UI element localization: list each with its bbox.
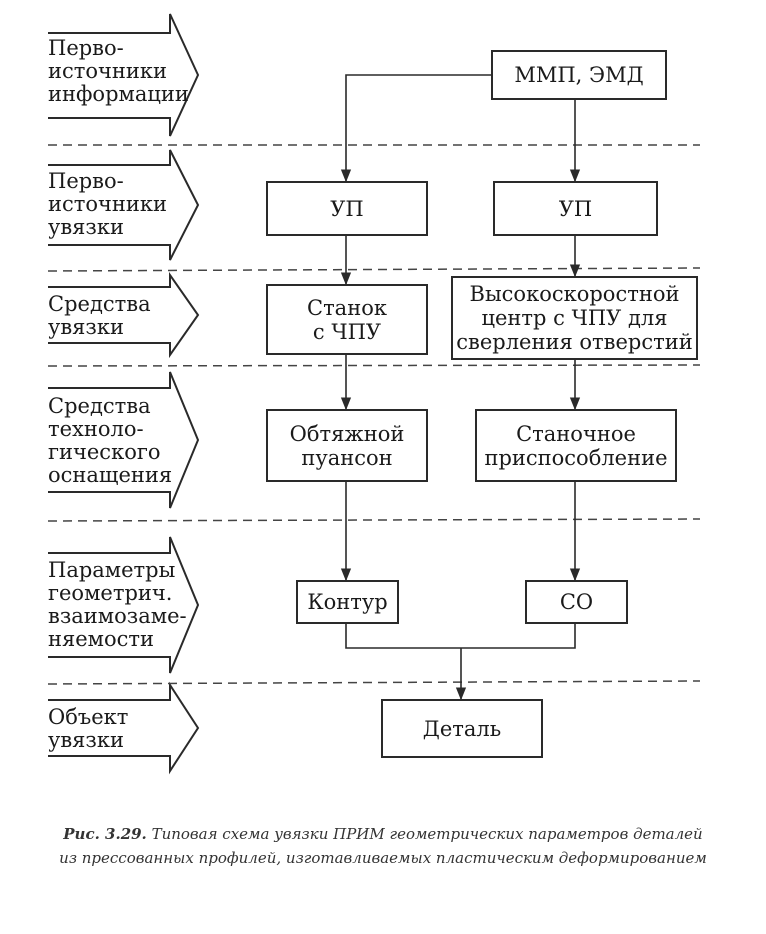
node-up-right: УП	[493, 181, 658, 236]
node-up-left: УП	[266, 181, 428, 236]
node-co: СО	[525, 580, 628, 624]
stage-arrow-link-means	[48, 271, 200, 359]
separator-5	[47, 680, 701, 685]
connector-co-merge	[461, 624, 576, 649]
stage-arrow-parameters	[48, 536, 200, 674]
separator-4	[47, 518, 701, 522]
node-mmp-emd: ММП, ЭМД	[491, 50, 667, 100]
connector-mmp-to-up-left	[340, 74, 491, 183]
stage-arrow-object	[48, 681, 200, 775]
separator-3	[47, 364, 701, 367]
stage-arrow-primary-info	[48, 13, 200, 137]
caption-line-1: Типовая схема увязки ПРИМ геометрических…	[151, 825, 703, 843]
node-stretch-punch: Обтяжной пуансон	[266, 409, 428, 482]
node-detail: Деталь	[381, 699, 543, 758]
separator-2	[47, 267, 701, 272]
node-contour: Контур	[296, 580, 399, 624]
figure-caption: Рис. 3.29. Типовая схема увязки ПРИМ гео…	[20, 822, 746, 870]
figure-number: Рис. 3.29.	[63, 825, 147, 843]
caption-line-2: из прессованных профилей, изготавливаемы…	[59, 849, 707, 867]
node-drilling-center: Высокоскоростной центр с ЧПУ для сверлен…	[451, 276, 698, 360]
connector-contour-merge	[345, 624, 461, 649]
stage-arrow-tooling	[48, 371, 200, 509]
node-cnc-machine: Станок с ЧПУ	[266, 284, 428, 355]
node-machine-fixture: Станочное приспособление	[475, 409, 677, 482]
stage-arrow-primary-link	[48, 149, 200, 261]
